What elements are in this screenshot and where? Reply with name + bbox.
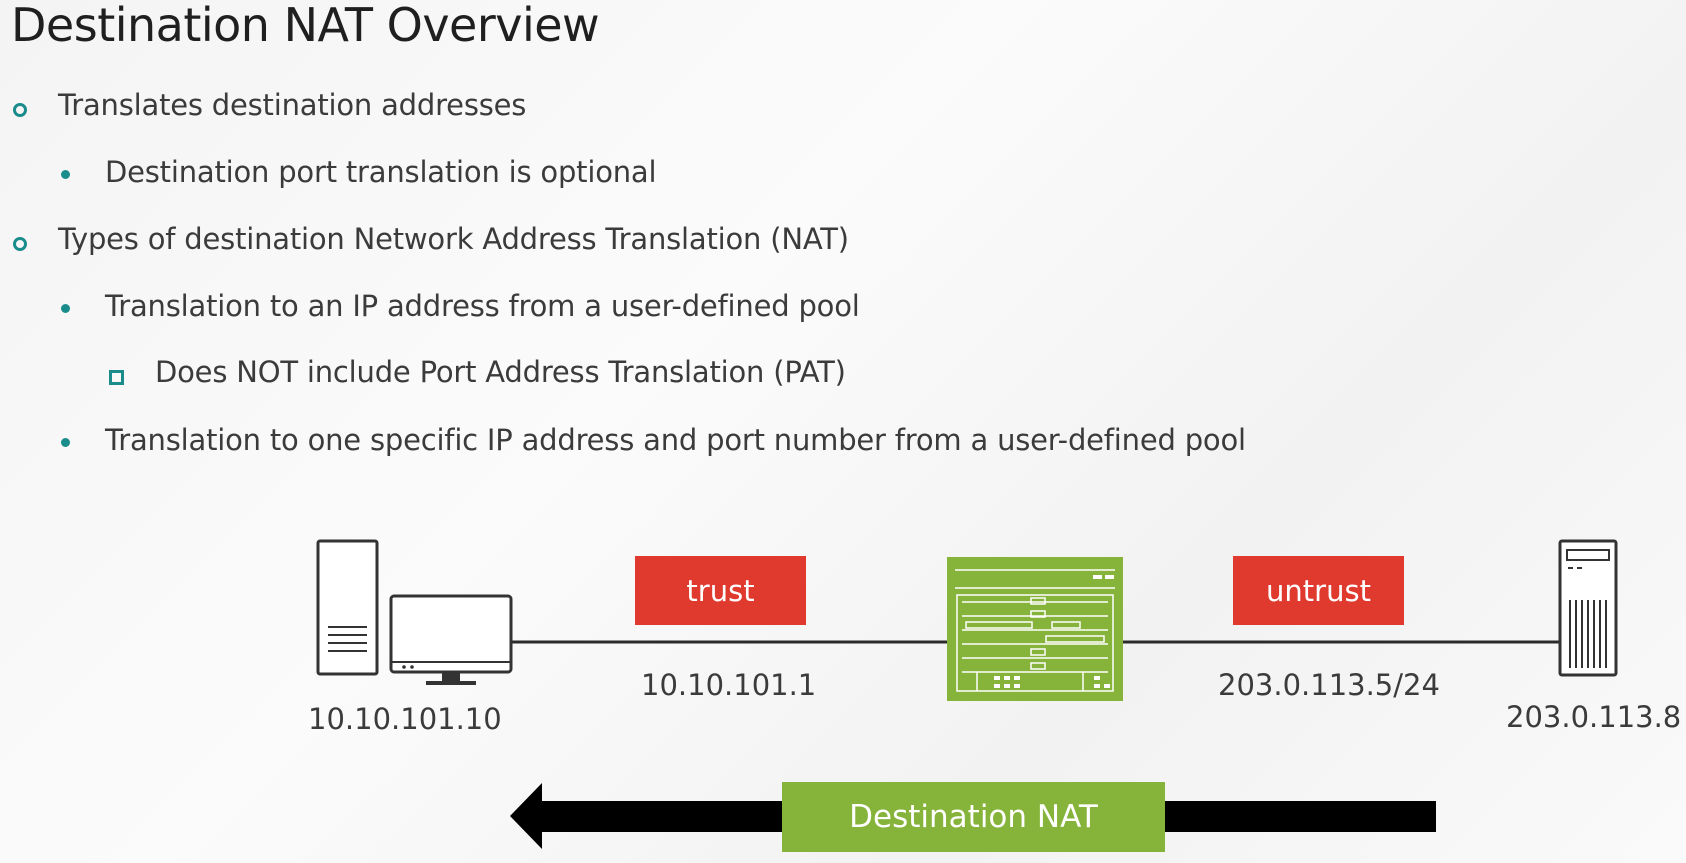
server-icon (1558, 539, 1618, 677)
server-ip-label: 203.0.113.8 (1506, 700, 1682, 734)
host-ip-label: 10.10.101.10 (308, 702, 502, 736)
bullet-item: Translation to an IP address from a user… (105, 289, 860, 323)
bullet-ring-icon (13, 237, 27, 251)
untrust-ip-label: 203.0.113.5/24 (1218, 668, 1440, 702)
host-monitor-icon (389, 594, 513, 685)
bullet-item: Types of destination Network Address Tra… (58, 222, 849, 256)
bullet-item: Does NOT include Port Address Translatio… (155, 355, 846, 389)
bullet-item: Destination port translation is optional (105, 155, 657, 189)
bullet-square-icon (109, 370, 124, 385)
host-tower-icon (316, 539, 379, 676)
bullet-dot-icon (61, 170, 70, 179)
untrust-zone-label: untrust (1233, 556, 1404, 625)
firewall-device-icon (947, 557, 1123, 701)
bullet-ring-icon (13, 103, 27, 117)
trust-ip-label: 10.10.101.1 (641, 668, 817, 702)
destination-nat-label: Destination NAT (782, 782, 1165, 852)
bullet-item: Translates destination addresses (58, 88, 527, 122)
bullet-dot-icon (61, 304, 70, 313)
slide-title: Destination NAT Overview (11, 0, 600, 52)
bullet-item: Translation to one specific IP address a… (105, 423, 1246, 457)
trust-zone-label: trust (635, 556, 806, 625)
bullet-dot-icon (61, 438, 70, 447)
